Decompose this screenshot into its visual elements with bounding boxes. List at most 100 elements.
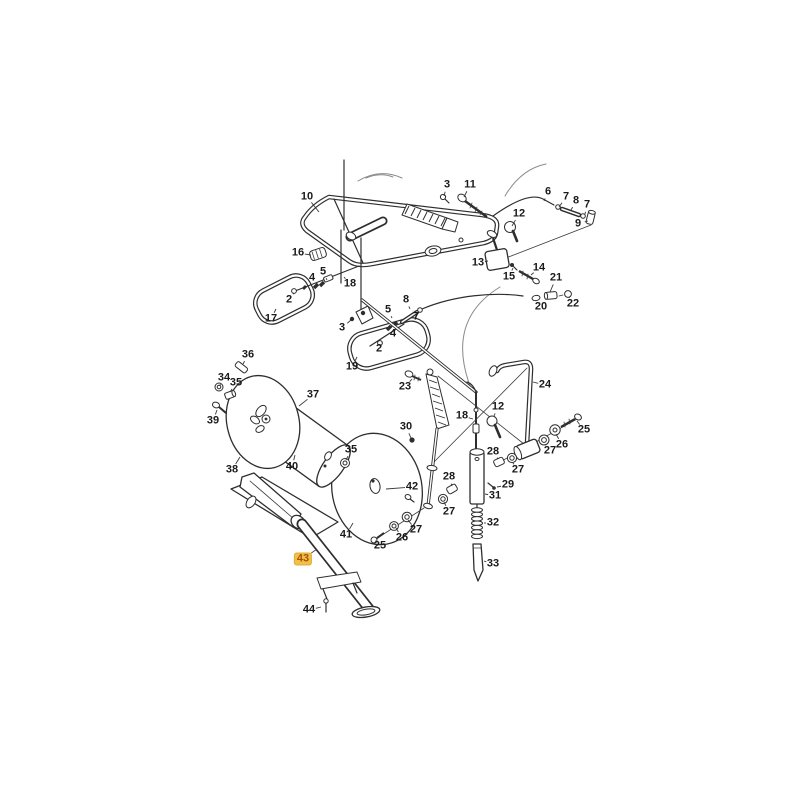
engine-outline-arc [504,163,547,197]
leader-line [555,433,560,440]
leader-line [311,202,320,213]
part-callout-7[interactable]: 7 [412,310,420,323]
leader-line [315,606,322,609]
leader-line [325,278,328,281]
part-callout-29[interactable]: 29 [501,478,515,491]
leader-line [235,456,241,465]
part-callout-38[interactable]: 38 [225,463,239,476]
part-callout-10[interactable]: 10 [300,190,314,203]
part-callout-3[interactable]: 3 [338,321,346,334]
leader-line [584,220,589,223]
leader-line [511,219,516,227]
part-callout-28[interactable]: 28 [486,445,500,458]
part-callout-19[interactable]: 19 [345,360,359,373]
blade-33 [472,543,484,582]
part-callout-40[interactable]: 40 [285,460,299,473]
part-callout-18[interactable]: 18 [343,277,357,290]
leader-line [549,284,554,293]
part-callout-33[interactable]: 33 [486,557,500,570]
part-callout-31[interactable]: 31 [488,489,502,502]
part-callout-12[interactable]: 12 [491,400,505,413]
part-callout-5[interactable]: 5 [319,265,327,278]
part-callout-9[interactable]: 9 [574,217,582,230]
leader-line [292,292,295,295]
part-callout-35[interactable]: 35 [344,443,358,456]
leader-line [493,413,496,417]
part-callout-32[interactable]: 32 [486,516,500,529]
part-callout-30[interactable]: 30 [399,420,413,433]
leader-line [511,267,514,271]
part-callout-39[interactable]: 39 [206,414,220,427]
drum-hub-hole [324,451,332,461]
part-callout-16[interactable]: 16 [291,246,305,259]
part-callout-34[interactable]: 34 [217,371,231,384]
part-callout-37[interactable]: 37 [306,388,320,401]
part-callout-12[interactable]: 12 [512,207,526,220]
nut-35-right [340,458,350,468]
part-callout-14[interactable]: 14 [532,261,546,274]
leader-line [229,388,233,393]
clevis-3 [349,305,374,325]
part-callout-22[interactable]: 22 [566,297,580,310]
mount-arm [423,368,450,510]
part-callout-28[interactable]: 28 [442,470,456,483]
part-callout-13[interactable]: 13 [471,256,485,269]
part-callout-7[interactable]: 7 [583,198,591,211]
part-callout-27[interactable]: 27 [511,463,525,476]
leader-line [496,457,499,460]
part-callout-25[interactable]: 25 [373,539,387,552]
part-callout-26[interactable]: 26 [395,531,409,544]
part-callout-6[interactable]: 6 [544,185,552,198]
part-callout-35[interactable]: 35 [229,376,243,389]
leader-line [343,276,346,279]
leader-line [385,487,406,490]
part-callout-23[interactable]: 23 [398,380,412,393]
part-callout-8[interactable]: 8 [402,293,410,306]
part-callout-41[interactable]: 41 [339,528,353,541]
part-callout-4[interactable]: 4 [308,271,316,284]
part-callout-2[interactable]: 2 [375,342,383,355]
mount-plate [340,159,362,316]
part-callout-4[interactable]: 4 [389,327,397,340]
part-callout-44[interactable]: 44 [302,603,316,616]
highlighted-part-callout-43[interactable]: 43 [293,552,313,566]
control-cable [421,290,572,310]
bolt-39 [211,401,227,414]
leader-line [390,316,393,319]
part-callout-8[interactable]: 8 [572,194,580,207]
bolt-42 [404,493,415,503]
part-callout-5[interactable]: 5 [384,303,392,316]
part-callout-21[interactable]: 21 [549,271,563,284]
clamp-16 [309,247,327,261]
bolt-3 [439,193,450,204]
part-callout-25[interactable]: 25 [577,423,591,436]
leader-line [214,409,218,415]
part-callout-42[interactable]: 42 [405,480,419,493]
leader-line [273,308,277,313]
leader-line [349,522,354,530]
part-callout-7[interactable]: 7 [562,190,570,203]
part-callout-26[interactable]: 26 [555,438,569,451]
part-callout-15[interactable]: 15 [502,270,516,283]
blade-tube-31 [469,448,485,505]
leader-line [483,560,487,563]
part-callout-17[interactable]: 17 [264,312,278,325]
part-callout-27[interactable]: 27 [409,523,423,536]
bolt-23 [404,370,422,382]
leader-line [468,417,474,420]
part-callout-36[interactable]: 36 [241,348,255,361]
part-callout-18[interactable]: 18 [455,409,469,422]
nut-35-left [224,389,237,400]
leader-line [408,433,412,439]
part-callout-27[interactable]: 27 [543,444,557,457]
part-callout-11[interactable]: 11 [464,178,476,191]
part-callout-2[interactable]: 2 [285,293,293,306]
part-callout-3[interactable]: 3 [443,178,451,191]
leader-line [512,462,515,465]
part-callout-20[interactable]: 20 [534,300,548,313]
leader-line [304,253,312,256]
part-callout-24[interactable]: 24 [538,378,552,391]
cable-9-run [505,224,592,259]
part-callout-27[interactable]: 27 [442,505,456,518]
